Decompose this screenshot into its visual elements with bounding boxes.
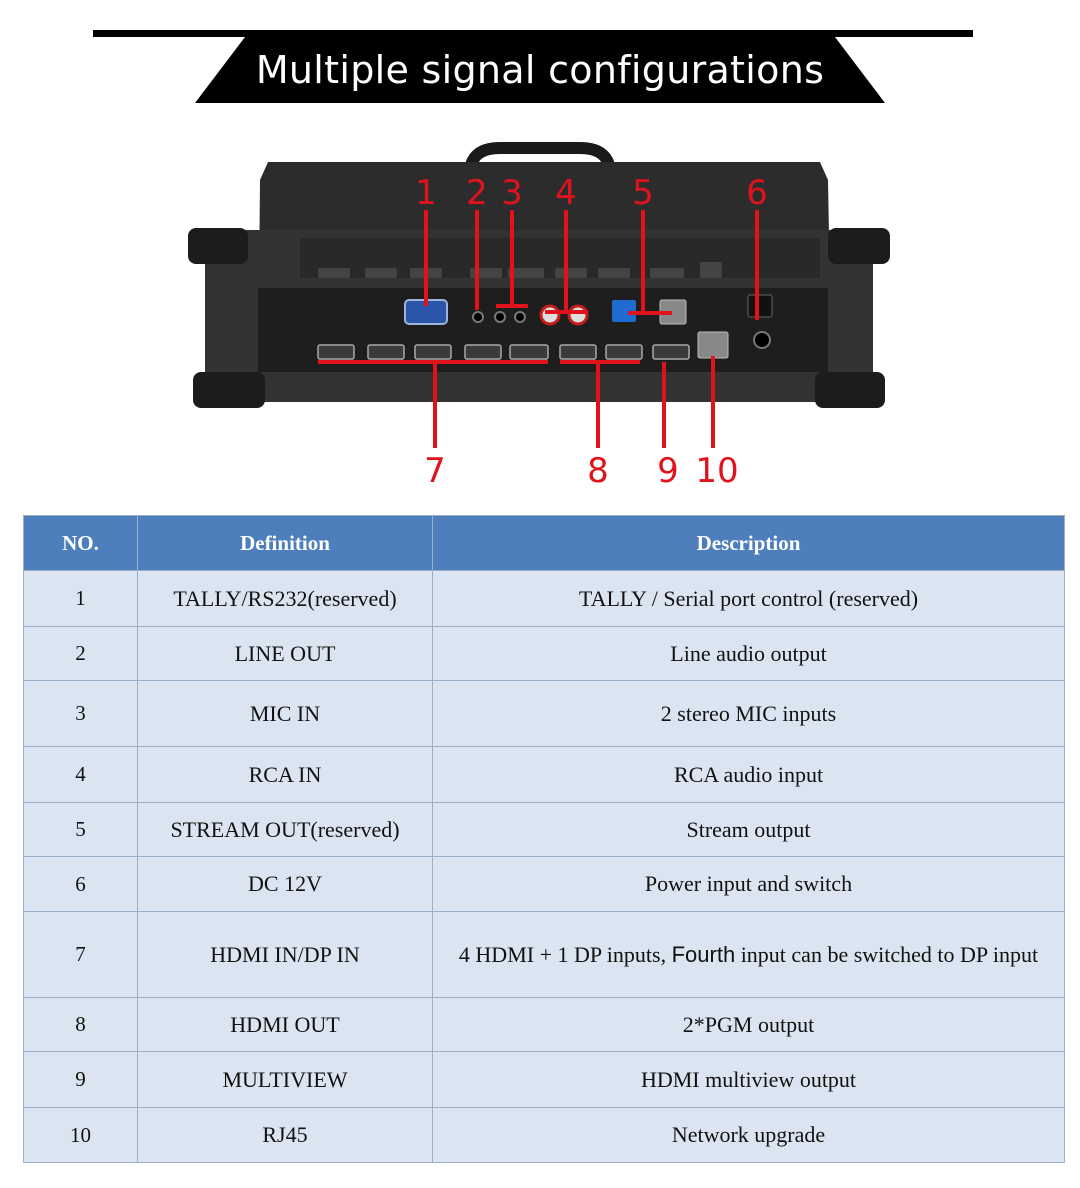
table-row: 6 DC 12V Power input and switch [23,856,1065,912]
rca-red [567,304,589,326]
header-no: NO. [23,515,138,571]
callout-lines [318,210,759,448]
row-definition: STREAM OUT(reserved) [137,802,433,857]
row-no: 3 [23,680,138,747]
callout-8: 8 [587,451,609,491]
hdmi-row [317,344,690,360]
usb-port [612,300,636,322]
table-row: 9 MULTIVIEW HDMI multiview output [23,1051,1065,1108]
bumper-bl [193,372,265,408]
row-no: 1 [23,570,138,627]
row-definition: HDMI IN/DP IN [137,911,433,998]
header-rule [93,30,973,37]
power-switch [747,294,773,318]
bumper-tl [188,228,248,264]
row-description: HDMI multiview output [432,1051,1065,1108]
row-description: 4 HDMI + 1 DP inputs, Fourth input can b… [432,911,1065,998]
row-no: 9 [23,1051,138,1108]
table-header-row: NO. Definition Description [23,515,1065,571]
row-description: Power input and switch [432,856,1065,912]
row-description: RCA audio input [432,746,1065,803]
dc-jack [753,331,771,349]
mic-jack-1 [494,311,506,323]
table-row: 5 STREAM OUT(reserved) Stream output [23,802,1065,857]
row-description: TALLY / Serial port control (reserved) [432,570,1065,627]
callout-9: 9 [657,451,679,491]
header-definition: Definition [137,515,433,571]
row-description-part: input can be switched to DP input [740,941,1039,967]
bumper-tr [828,228,890,264]
row-no: 5 [23,802,138,857]
row-definition: MIC IN [137,680,433,747]
table-row: 8 HDMI OUT 2*PGM output [23,997,1065,1052]
row-no: 6 [23,856,138,912]
row-definition: DC 12V [137,856,433,912]
upgrade-rj45 [697,331,729,359]
bumper-br [815,372,885,408]
mic-jack-2 [514,311,526,323]
row-no: 7 [23,911,138,998]
table-row: 7 HDMI IN/DP IN 4 HDMI + 1 DP inputs, Fo… [23,911,1065,998]
row-no: 2 [23,626,138,681]
row-description-part: Fourth [671,941,736,967]
row-no: 8 [23,997,138,1052]
line-out-jack [472,311,484,323]
header-banner: Multiple signal configurations [195,37,885,103]
row-description: 2 stereo MIC inputs [432,680,1065,747]
callout-1: 1 [415,173,437,213]
row-description-part: 4 HDMI + 1 DP inputs, [458,941,667,967]
spec-table: NO. Definition Description 1 TALLY/RS232… [23,515,1065,1163]
row-definition: TALLY/RS232(reserved) [137,570,433,627]
callout-7: 7 [424,451,446,491]
callout-10: 10 [695,451,739,491]
table-row: 1 TALLY/RS232(reserved) TALLY / Serial p… [23,570,1065,627]
callout-5: 5 [632,173,654,213]
row-no: 10 [23,1107,138,1163]
row-description: 2*PGM output [432,997,1065,1052]
header-description: Description [432,515,1065,571]
rca-white [539,304,561,326]
callout-4: 4 [555,173,577,213]
row-definition: RJ45 [137,1107,433,1163]
table-row: 3 MIC IN 2 stereo MIC inputs [23,680,1065,747]
callout-6: 6 [746,173,768,213]
row-description: Line audio output [432,626,1065,681]
row-definition: MULTIVIEW [137,1051,433,1108]
row-description: Stream output [432,802,1065,857]
table-row: 10 RJ45 Network upgrade [23,1107,1065,1163]
callout-3: 3 [501,173,523,213]
row-definition: RCA IN [137,746,433,803]
handle [464,142,616,175]
page-title: Multiple signal configurations [255,48,825,92]
row-no: 4 [23,746,138,803]
device-rear-panel-figure: 1 2 3 4 5 6 7 8 9 10 [0,110,1080,500]
row-definition: LINE OUT [137,626,433,681]
device-illustration [188,142,890,448]
table-row: 2 LINE OUT Line audio output [23,626,1065,681]
row-definition: HDMI OUT [137,997,433,1052]
callout-2: 2 [466,173,488,213]
table-row: 4 RCA IN RCA audio input [23,746,1065,803]
row-description: Network upgrade [432,1107,1065,1163]
